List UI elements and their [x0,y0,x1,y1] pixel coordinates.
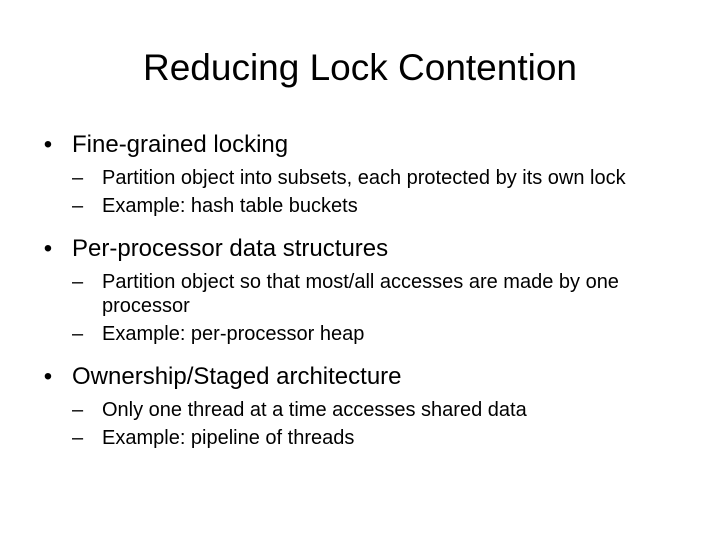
sub-bullet-text: Example: per-processor heap [102,323,365,345]
bullet-marker: • [43,235,53,262]
bullet-text: Ownership/Staged architecture [72,363,402,390]
bullet-group-fine-grained: • Fine-grained locking – Partition objec… [36,128,696,218]
dash-marker: – [72,399,84,421]
dash-marker: – [72,427,84,449]
sub-bullet-text: Example: hash table buckets [102,195,358,217]
sub-bullet-text: Partition object so that most/all access… [102,271,619,317]
sub-bullet-text: Example: pipeline of threads [102,427,355,449]
bullet-group-ownership: • Ownership/Staged architecture – Only o… [36,360,696,450]
bullet-item: • Ownership/Staged architecture [36,360,696,394]
bullet-group-per-processor: • Per-processor data structures – Partit… [36,232,696,346]
bullet-item: • Fine-grained locking [36,128,696,162]
sub-bullet-text: Partition object into subsets, each prot… [102,167,626,189]
sub-bullet-item: – Example: pipeline of threads [36,426,696,450]
dash-marker: – [72,323,84,345]
dash-marker: – [72,167,84,189]
sub-bullet-item: – Only one thread at a time accesses sha… [36,398,696,422]
sub-bullet-item: – Partition object so that most/all acce… [36,270,696,318]
bullet-text: Per-processor data structures [72,235,389,262]
bullet-item: • Per-processor data structures [36,232,696,266]
sub-bullet-item: – Example: per-processor heap [36,322,696,346]
dash-marker: – [72,271,84,293]
slide-body: • Fine-grained locking – Partition objec… [36,128,696,464]
bullet-text: Fine-grained locking [72,131,289,158]
sub-bullet-item: – Partition object into subsets, each pr… [36,166,696,190]
slide-title: Reducing Lock Contention [142,47,577,88]
dash-marker: – [72,195,84,217]
bullet-marker: • [43,131,53,158]
sub-bullet-text: Only one thread at a time accesses share… [102,399,527,421]
bullet-marker: • [43,363,53,390]
sub-bullet-item: – Example: hash table buckets [36,194,696,218]
